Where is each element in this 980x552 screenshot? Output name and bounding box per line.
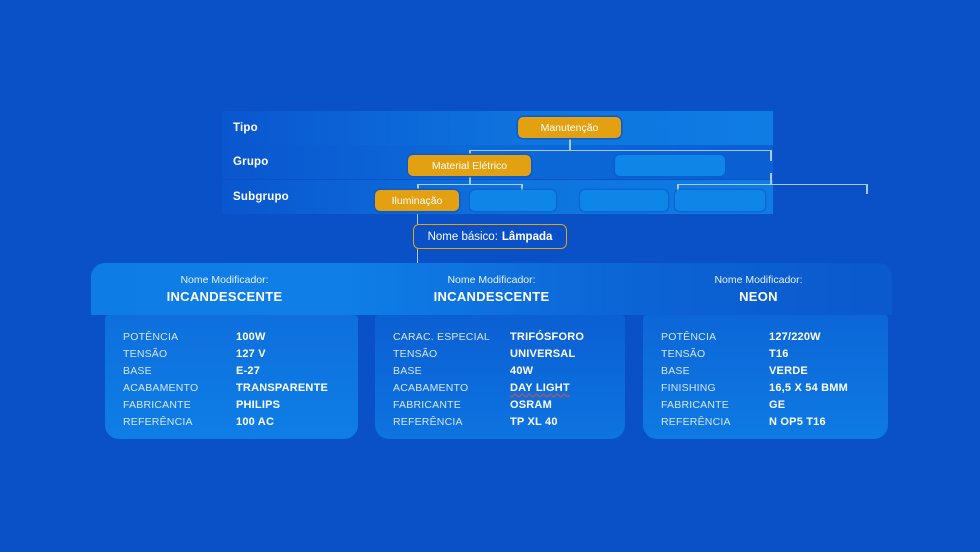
- spec-value: DAY LIGHT: [510, 382, 570, 394]
- spec-value: 127/220W: [769, 331, 821, 343]
- basic-name-pill[interactable]: Nome básico: Lâmpada: [413, 224, 567, 249]
- spec-row: REFERÊNCIA N OP5 T16: [661, 416, 888, 433]
- modifier-value-2: INCANDESCENTE: [433, 289, 550, 304]
- spec-row: ACABAMENTO TRANSPARENTE: [123, 382, 358, 399]
- spec-value: TRANSPARENTE: [236, 382, 329, 394]
- tree-node-grupo-empty-1[interactable]: [615, 155, 725, 176]
- modifier-value-1: INCANDESCENTE: [166, 289, 283, 304]
- spec-value: TRIFÓSFORO: [510, 331, 585, 343]
- spec-row: FINISHING 16,5 X 54 BMM: [661, 382, 888, 399]
- spec-value: UNIVERSAL: [510, 348, 576, 360]
- connector-subgrupo-bus-right: [677, 183, 867, 185]
- row-label-subgrupo: Subgrupo: [233, 191, 289, 203]
- connector-grupo-bus: [469, 149, 771, 151]
- spec-row: TENSÃO UNIVERSAL: [393, 348, 625, 365]
- spec-value: OSRAM: [510, 399, 552, 411]
- spec-row: POTÊNCIA 100W: [123, 331, 358, 348]
- spec-panel-3: POTÊNCIA 127/220W TENSÃO T16 BASE VERDE FIN…: [643, 315, 888, 439]
- spec-value: 127 V: [236, 348, 266, 360]
- connector-subgrupo-drop-2: [521, 183, 523, 194]
- spec-row: CARAC. ESPECIAL TRIFÓSFORO: [393, 331, 625, 348]
- spec-value: 100W: [236, 331, 266, 343]
- connector-subgrupo-drop-4: [866, 183, 868, 194]
- connector-grupo-right-stem: [770, 173, 772, 184]
- spec-key: FABRICANTE: [661, 399, 729, 411]
- connector-subgrupo-drop-1: [417, 183, 419, 194]
- spec-key: REFERÊNCIA: [123, 416, 193, 428]
- spec-row: BASE 40W: [393, 365, 625, 382]
- spec-key: REFERÊNCIA: [661, 416, 731, 428]
- spec-row: TENSÃO 127 V: [123, 348, 358, 365]
- spec-value: 16,5 X 54 BMM: [769, 382, 849, 394]
- basic-name-value: Lâmpada: [501, 230, 553, 243]
- spec-key: FINISHING: [661, 382, 716, 394]
- tree-node-iluminacao[interactable]: Iluminação: [375, 190, 459, 211]
- spec-value: 100 AC: [236, 416, 275, 428]
- modifier-header-2: Nome Modificador: INCANDESCENTE: [358, 263, 625, 315]
- connector-grupo-drop-right: [770, 149, 772, 161]
- spec-value: TP XL 40: [510, 416, 558, 428]
- spec-value: E-27: [236, 365, 261, 377]
- row-label-grupo: Grupo: [233, 156, 269, 168]
- spec-key: BASE: [661, 365, 690, 377]
- spec-row: TENSÃO T16: [661, 348, 888, 365]
- modifier-value-3: NEON: [739, 289, 778, 304]
- spec-key: POTÊNCIA: [123, 331, 179, 343]
- tree-node-material-eletrico[interactable]: Material Elétrico: [408, 155, 531, 176]
- spec-row: FABRICANTE OSRAM: [393, 399, 625, 416]
- spec-key: TENSÃO: [123, 348, 168, 360]
- spec-row: REFERÊNCIA 100 AC: [123, 416, 358, 433]
- row-label-tipo: Tipo: [233, 122, 258, 134]
- connector-tipo-stem: [569, 138, 571, 150]
- spec-row: REFERÊNCIA TP XL 40: [393, 416, 625, 433]
- spec-key: ACABAMENTO: [123, 382, 199, 394]
- tree-node-subgrupo-empty-3[interactable]: [675, 190, 765, 211]
- modifier-header-band: Nome Modificador: INCANDESCENTE Nome Mod…: [91, 263, 892, 315]
- modifier-label-3: Nome Modificador:: [714, 274, 803, 286]
- modifier-header-3: Nome Modificador: NEON: [625, 263, 892, 315]
- modifier-header-1: Nome Modificador: INCANDESCENTE: [91, 263, 358, 315]
- spec-key: TENSÃO: [393, 348, 438, 360]
- spec-key: REFERÊNCIA: [393, 416, 463, 428]
- spec-key: CARAC. ESPECIAL: [393, 331, 490, 343]
- spec-value: 40W: [510, 365, 534, 377]
- basic-name-label: Nome básico:: [427, 230, 498, 243]
- taxonomy-tree: Tipo Grupo Subgrupo Manutenção Material …: [222, 111, 868, 214]
- spec-key: FABRICANTE: [393, 399, 461, 411]
- spec-value: GE: [769, 399, 786, 411]
- modifier-label-1: Nome Modificador:: [180, 274, 269, 286]
- connector-material-stem: [469, 173, 471, 184]
- spec-key: POTÊNCIA: [661, 331, 717, 343]
- spec-key: TENSÃO: [661, 348, 706, 360]
- spec-row: POTÊNCIA 127/220W: [661, 331, 888, 348]
- spec-key: BASE: [123, 365, 152, 377]
- spec-value: T16: [769, 348, 789, 360]
- spec-key: FABRICANTE: [123, 399, 191, 411]
- spec-row: BASE E-27: [123, 365, 358, 382]
- spec-value: VERDE: [769, 365, 808, 377]
- connector-subgrupo-bus-left: [417, 183, 522, 185]
- spec-panel-2: CARAC. ESPECIAL TRIFÓSFORO TENSÃO UNIVERSA…: [375, 315, 625, 439]
- connector-subgrupo-drop-3: [677, 183, 679, 194]
- tree-node-manutencao[interactable]: Manutenção: [518, 117, 621, 138]
- spec-row: FABRICANTE GE: [661, 399, 888, 416]
- spec-row: ACABAMENTO DAY LIGHT: [393, 382, 625, 399]
- spec-key: BASE: [393, 365, 422, 377]
- spec-value: N OP5 T16: [769, 416, 826, 428]
- spec-row: BASE VERDE: [661, 365, 888, 382]
- tree-node-subgrupo-empty-2[interactable]: [580, 190, 668, 211]
- modifier-label-2: Nome Modificador:: [447, 274, 536, 286]
- spec-panel-1: POTÊNCIA 100W TENSÃO 127 V BASE E-27 ACABAM…: [105, 315, 358, 439]
- spec-panels: POTÊNCIA 100W TENSÃO 127 V BASE E-27 ACABAM…: [105, 315, 888, 439]
- tree-node-subgrupo-empty-1[interactable]: [470, 190, 556, 211]
- spec-row: FABRICANTE PHILIPS: [123, 399, 358, 416]
- tree-row-tipo: Tipo: [222, 111, 773, 145]
- spec-value: PHILIPS: [236, 399, 281, 411]
- spec-key: ACABAMENTO: [393, 382, 469, 394]
